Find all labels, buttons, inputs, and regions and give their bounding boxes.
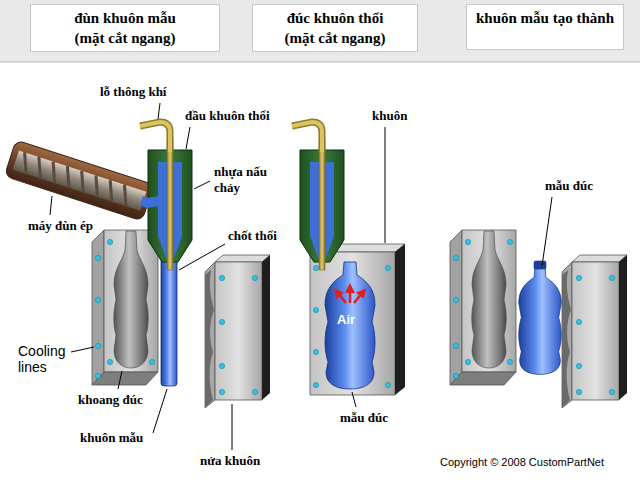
part-label: mẫu đúc xyxy=(545,178,593,194)
header-rule xyxy=(0,62,640,63)
mold-half xyxy=(92,230,158,385)
parison xyxy=(161,258,177,386)
blown-part xyxy=(325,262,375,389)
header-box: khuôn mẫu tạo thành xyxy=(466,4,624,50)
part-label: Cooling lines xyxy=(18,343,78,375)
header-band xyxy=(0,0,640,62)
part-label: nửa khuôn xyxy=(200,453,260,469)
part-label: mẫu đúc xyxy=(340,410,388,426)
part-label: đầu khuôn thổi xyxy=(185,108,270,124)
molded-bottle xyxy=(519,266,562,374)
mold-half xyxy=(450,230,516,385)
mold-half xyxy=(205,255,270,408)
header-text: đùn khuôn mẫu xyxy=(74,8,176,28)
header-text: khuôn mẫu tạo thành xyxy=(476,8,614,28)
extruder xyxy=(4,140,158,222)
part-label: nhựa nấu chảy xyxy=(214,164,280,196)
header-text: (mặt cắt ngang) xyxy=(285,28,386,48)
header-box: đúc khuôn thổi(mặt cắt ngang) xyxy=(252,4,418,52)
part-label: lỗ thông khí xyxy=(100,84,166,100)
bottle-cap xyxy=(534,261,546,269)
part-label: chốt thổi xyxy=(228,228,277,244)
part-label: khuôn xyxy=(372,108,407,124)
header-text: (mặt cắt ngang) xyxy=(75,28,176,48)
copyright-note: Copyright © 2008 CustomPartNet xyxy=(440,455,604,469)
header-text: đúc khuôn thổi xyxy=(287,8,384,28)
leader-lines xyxy=(50,103,552,450)
die-head xyxy=(140,122,192,270)
air-arrows xyxy=(337,288,363,303)
part-label: khoang đúc xyxy=(78,392,143,408)
die-head xyxy=(292,122,344,270)
air-label: Air xyxy=(337,312,355,328)
header-box: đùn khuôn mẫu(mặt cắt ngang) xyxy=(30,4,220,52)
part-label: khuôn mẫu xyxy=(80,430,143,446)
melt-channel xyxy=(146,196,160,208)
part-label: máy đùn ép xyxy=(28,218,93,234)
mold-half xyxy=(562,255,627,408)
